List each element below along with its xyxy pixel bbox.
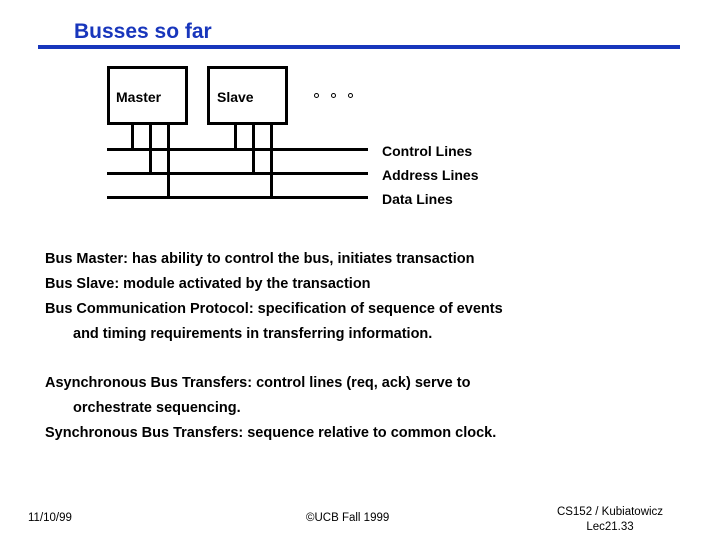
- ellipsis-dot-2: [331, 93, 336, 98]
- diagram-node-slave: [207, 66, 288, 125]
- body-line-async-transfers-cont: orchestrate sequencing.: [73, 400, 241, 416]
- footer-copyright: ©UCB Fall 1999: [306, 512, 390, 524]
- footer-lecture-label: Lec21.33: [586, 521, 634, 533]
- ellipsis-dot-1: [314, 93, 319, 98]
- drop-line-slave-data: [270, 125, 273, 199]
- bus-caption-data: Data Lines: [382, 191, 453, 207]
- body-line-bus-protocol-cont: and timing requirements in transferring …: [73, 326, 433, 342]
- body-line-async-transfers: Asynchronous Bus Transfers: control line…: [45, 375, 471, 391]
- body-line-sync-transfers: Synchronous Bus Transfers: sequence rela…: [45, 425, 497, 441]
- body-text-group-definitions: Bus Master: has ability to control the b…: [45, 247, 673, 347]
- diagram-node-master: [107, 66, 188, 125]
- bus-line-data: [107, 196, 368, 199]
- drop-line-slave-control: [234, 125, 237, 151]
- page-title: Busses so far: [74, 20, 212, 43]
- diagram-node-slave-label: Slave: [217, 89, 254, 105]
- footer-date: 11/10/99: [28, 512, 72, 524]
- body-line-bus-protocol: Bus Communication Protocol: specificatio…: [45, 301, 503, 317]
- diagram-node-master-label: Master: [116, 89, 162, 105]
- footer-course-info: CS152 / Kubiatowicz Lec21.33: [520, 505, 700, 535]
- bus-diagram: Master Slave Control Lines Address Lines…: [0, 0, 720, 230]
- body-text-group-transfers: Asynchronous Bus Transfers: control line…: [45, 371, 673, 446]
- bus-caption-control: Control Lines: [382, 143, 473, 159]
- bus-line-address: [107, 172, 368, 175]
- bus-caption-address: Address Lines: [382, 167, 479, 183]
- drop-line-master-data: [167, 125, 170, 199]
- bus-line-control: [107, 148, 368, 151]
- footer-course-label: CS152 / Kubiatowicz: [556, 506, 664, 518]
- ellipsis-dot-3: [348, 93, 353, 98]
- drop-line-master-control: [131, 125, 134, 151]
- body-line-bus-master: Bus Master: has ability to control the b…: [45, 251, 475, 267]
- body-line-bus-slave: Bus Slave: module activated by the trans…: [45, 276, 371, 292]
- title-underline-rule: [38, 45, 680, 49]
